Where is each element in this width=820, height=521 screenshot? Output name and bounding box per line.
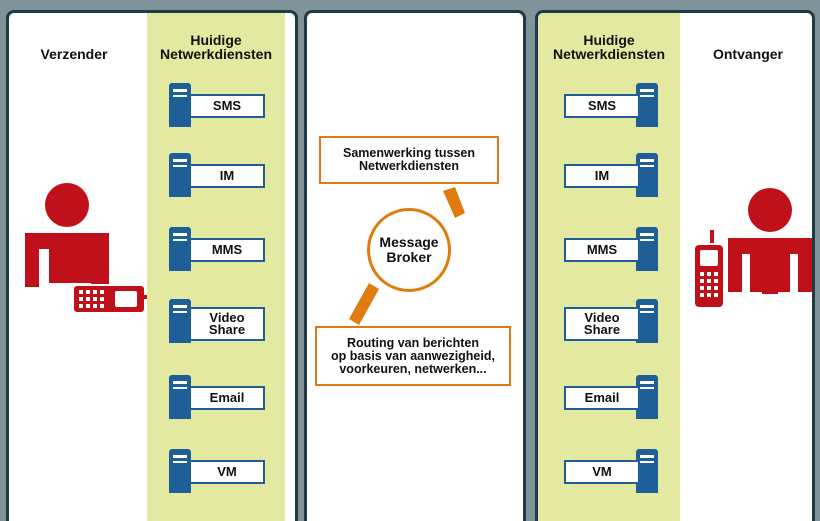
server-icon (636, 449, 658, 493)
right-service-email: Email (562, 375, 662, 419)
receiver-label: Ontvanger (712, 46, 783, 62)
right-services-header: Huidige Netwerkdiensten (552, 32, 666, 62)
left-service-vm: VM (169, 449, 269, 493)
interworking-callout: Samenwerking tussen Netwerkdiensten (319, 136, 499, 184)
service-label: IM (564, 164, 640, 188)
mobile-phone-icon (72, 284, 147, 314)
mobile-phone-icon (693, 230, 725, 309)
broker-panel: Samenwerking tussen Netwerkdiensten Mess… (304, 10, 526, 521)
server-icon (169, 227, 191, 271)
sender-person-icon (25, 183, 147, 314)
server-icon (636, 375, 658, 419)
service-label: VM (564, 460, 640, 484)
service-label: SMS (564, 94, 640, 118)
right-service-vm: VM (562, 449, 662, 493)
server-icon (636, 83, 658, 127)
message-broker: Message Broker (367, 208, 451, 292)
routing-callout: Routing van berichten op basis van aanwe… (315, 326, 511, 386)
left-services-header: Huidige Netwerkdiensten (159, 32, 273, 62)
service-label: MMS (189, 238, 265, 262)
left-service-im: IM (169, 153, 269, 197)
connector-lines (349, 187, 465, 325)
server-icon (169, 449, 191, 493)
server-icon (169, 153, 191, 197)
service-label: VM (189, 460, 265, 484)
service-label: Email (564, 386, 640, 410)
server-icon (636, 153, 658, 197)
server-icon (169, 299, 191, 343)
server-icon (169, 83, 191, 127)
receiver-panel: Huidige Netwerkdiensten Ontvanger SMS IM… (535, 10, 815, 521)
service-label: SMS (189, 94, 265, 118)
left-service-video-share: Video Share (169, 299, 269, 343)
service-label: MMS (564, 238, 640, 262)
service-label: Video Share (189, 307, 265, 341)
service-label: Video Share (564, 307, 640, 341)
right-service-im: IM (562, 153, 662, 197)
left-service-sms: SMS (169, 83, 269, 127)
right-service-sms: SMS (562, 83, 662, 127)
server-icon (636, 227, 658, 271)
receiver-person-icon (693, 188, 812, 309)
sender-panel: Verzender Huidige Netwerkdiensten SMS IM… (6, 10, 298, 521)
server-icon (636, 299, 658, 343)
left-service-email: Email (169, 375, 269, 419)
service-label: IM (189, 164, 265, 188)
right-service-video-share: Video Share (562, 299, 662, 343)
sender-label: Verzender (40, 46, 108, 62)
left-service-mms: MMS (169, 227, 269, 271)
service-label: Email (189, 386, 265, 410)
server-icon (169, 375, 191, 419)
right-service-mms: MMS (562, 227, 662, 271)
